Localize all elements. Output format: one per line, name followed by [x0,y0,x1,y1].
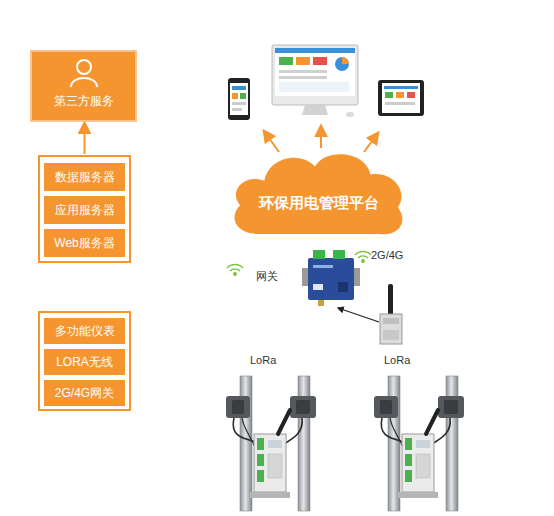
gateway-device [354,268,360,286]
meter-installation [374,376,464,511]
process-box: 2G/4G网关 [44,380,125,406]
phone-icon [228,78,250,120]
cloud-to-device-arrows [364,133,378,152]
device-label: LoRa [250,354,276,366]
lora-module [383,318,399,324]
gateway-device [318,300,324,306]
node-text: 2G/4G网关 [55,385,114,402]
monitor-icon [346,112,354,117]
tablet-icon [378,80,424,116]
gateway-device [302,268,308,286]
node-text: 应用服务器 [55,202,115,219]
process-box: 应用服务器 [44,196,125,224]
tablet-icon [385,92,393,98]
cloud-to-device-arrows [264,126,378,152]
monitor-icon [296,57,310,65]
gateway-device [313,250,325,259]
monitor-icon [279,82,349,92]
phone-icon [232,93,238,99]
gateway-device [313,265,333,268]
process-box: LORA无线 [44,349,125,375]
node-text: 第三方服务 [54,93,114,110]
tablet-icon [407,92,415,98]
monitor-icon [302,105,328,115]
tablet-icon [382,83,420,113]
wifi-symbol [355,252,371,255]
wifi-symbol [358,256,368,258]
lora-module [383,330,399,340]
cloud-to-device-arrows [264,131,279,152]
monitor-icon [272,45,358,117]
monitor-icon [313,57,327,65]
gateway-device [338,282,348,292]
node-text: 多功能仪表 [55,323,115,340]
wifi-symbol [227,265,243,268]
node-text: 数据服务器 [55,169,115,186]
node-text: LORA无线 [56,354,113,371]
connector-arrow [84,123,86,154]
device-label: 网关 [256,269,278,284]
tablet-icon [378,80,424,116]
lora-module [338,284,402,344]
device-group: 多功能仪表 LORA无线 2G/4G网关 [38,311,131,411]
monitor-icon [335,57,349,71]
node-text: Web服务器 [54,235,114,252]
monitor-icon [275,48,355,53]
gateway-device [333,250,345,259]
cloud-to-device-arrows [320,126,322,148]
phone-icon [240,93,246,99]
tablet-icon [385,102,415,105]
gateway-device [302,250,360,306]
node-text: 环保用电管理平台 [259,194,379,213]
process-box: 数据服务器 [44,163,125,191]
phone-icon [232,86,246,90]
monitor-icon [279,76,327,79]
lora-module [380,314,402,344]
phone-icon [230,83,248,115]
cloud-shape [228,146,410,238]
platform-cloud: 环保用电管理平台 [228,146,410,238]
phone-icon [228,78,250,120]
person-icon [71,78,97,87]
lora-module [388,284,393,316]
process-box: Web服务器 [44,229,125,257]
tablet-icon [396,92,404,98]
monitor-icon [275,48,355,96]
monitor-icon [272,45,358,105]
wifi-symbol [362,260,364,262]
meter-installation [226,376,316,511]
phone-icon [232,102,246,105]
phone-icon [232,108,242,111]
monitor-icon [279,57,293,65]
monitor-icon [279,70,327,73]
service-box: 第三方服务 [30,50,137,122]
wifi-symbol [230,269,240,271]
cloud-outline [234,154,402,234]
tablet-icon [384,86,418,89]
server-group: 数据服务器应用服务器 Web服务器 [38,155,131,263]
person-icon [77,60,91,74]
process-box: 多功能仪表 [44,318,125,344]
wifi-symbol [234,273,236,275]
gateway-device [308,258,354,300]
device-label: 2G/4G [371,249,403,261]
device-label: LoRa [384,354,410,366]
monitor-icon [342,57,349,64]
gateway-device [313,284,323,290]
lora-module [338,308,379,322]
